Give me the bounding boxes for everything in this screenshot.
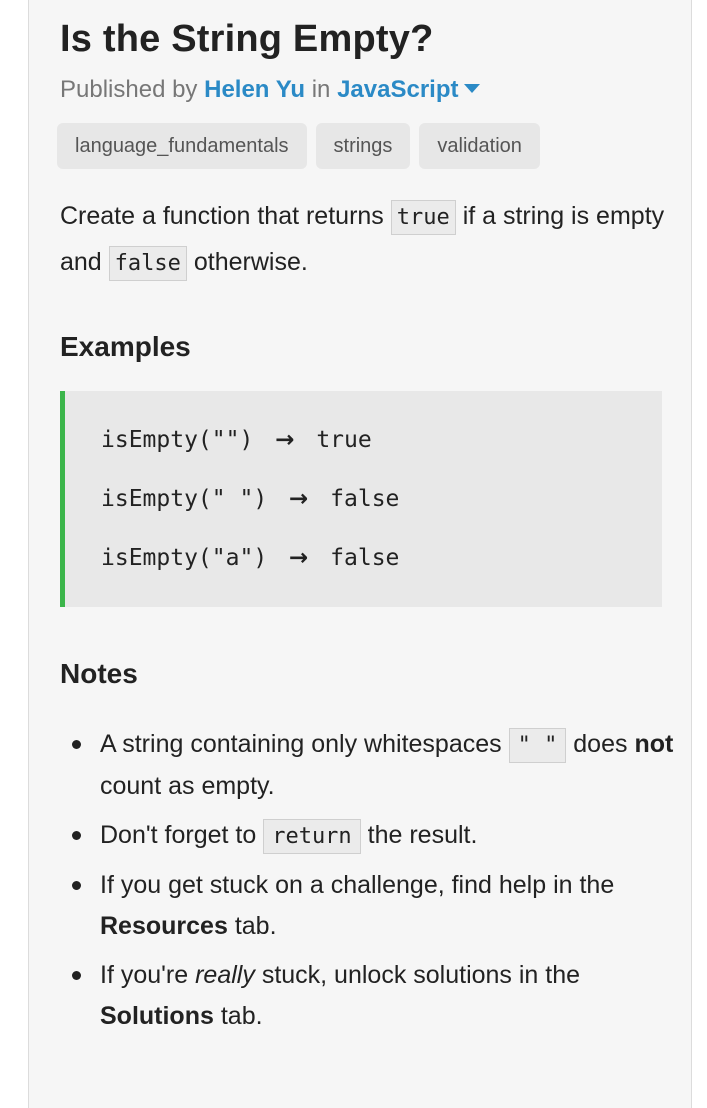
note-text: If you're bbox=[100, 961, 189, 989]
example-call: isEmpty("") bbox=[101, 427, 254, 453]
tag-strings[interactable]: strings bbox=[315, 123, 411, 169]
example-result: true bbox=[316, 427, 372, 453]
inline-code: true bbox=[390, 200, 456, 235]
challenge-title: Is the String Empty? bbox=[60, 18, 434, 60]
bullet-icon bbox=[72, 881, 81, 890]
challenge-description: Create a function that returns true if a… bbox=[60, 194, 680, 286]
inline-code: return bbox=[263, 819, 361, 854]
published-by-label: Published by bbox=[60, 76, 198, 103]
note-text: If you get stuck on a challenge, find he… bbox=[100, 871, 615, 899]
note-text: stuck, unlock solutions in the bbox=[261, 961, 581, 989]
note-text: the result. bbox=[367, 821, 478, 849]
example-line: isEmpty("") → true bbox=[101, 417, 662, 476]
example-result: false bbox=[330, 545, 400, 571]
challenge-card: Is the String Empty? Published by Helen … bbox=[28, 0, 692, 1108]
note-emphasis: really bbox=[195, 961, 255, 989]
example-call: isEmpty(" ") bbox=[101, 486, 268, 512]
note-emphasis: not bbox=[634, 730, 674, 758]
list-item: If you get stuck on a challenge, find he… bbox=[72, 865, 690, 947]
notes-list: A string containing only whitespaces " "… bbox=[66, 724, 690, 1045]
solutions-tab-reference: Solutions bbox=[100, 1002, 214, 1030]
note-text: A string containing only whitespaces bbox=[100, 730, 502, 758]
inline-code: " " bbox=[508, 728, 567, 763]
example-line: isEmpty(" ") → false bbox=[101, 476, 662, 535]
examples-code-block: isEmpty("") → true isEmpty(" ") → false … bbox=[60, 391, 662, 607]
inline-code: false bbox=[108, 246, 187, 281]
examples-heading: Examples bbox=[60, 331, 191, 362]
description-text: Create a function that returns bbox=[60, 202, 384, 230]
tag-language-fundamentals[interactable]: language_fundamentals bbox=[57, 123, 307, 169]
tag-list: language_fundamentals strings validation bbox=[57, 123, 540, 169]
bullet-icon bbox=[72, 971, 81, 980]
caret-down-icon[interactable] bbox=[464, 84, 481, 94]
example-result: false bbox=[330, 486, 400, 512]
arrow-right-icon: → bbox=[289, 486, 309, 512]
note-text: tab. bbox=[220, 1002, 263, 1030]
in-label: in bbox=[311, 76, 331, 103]
arrow-right-icon: → bbox=[289, 545, 309, 571]
bullet-icon bbox=[72, 740, 81, 749]
description-text: if a string is empty and bbox=[60, 202, 665, 276]
description-text: otherwise. bbox=[193, 248, 308, 276]
arrow-right-icon: → bbox=[275, 427, 295, 453]
notes-heading: Notes bbox=[60, 658, 138, 689]
tag-validation[interactable]: validation bbox=[419, 123, 540, 169]
bullet-icon bbox=[72, 831, 81, 840]
list-item: A string containing only whitespaces " "… bbox=[72, 724, 690, 807]
note-text: does bbox=[573, 730, 628, 758]
note-text: tab. bbox=[234, 912, 277, 940]
note-text: Don't forget to bbox=[100, 821, 257, 849]
author-link[interactable]: Helen Yu bbox=[204, 76, 306, 103]
resources-tab-reference: Resources bbox=[100, 912, 228, 940]
example-call: isEmpty("a") bbox=[101, 545, 268, 571]
challenge-meta: Published by Helen Yu in JavaScript bbox=[60, 76, 481, 104]
list-item: Don't forget to return the result. bbox=[72, 815, 690, 857]
example-line: isEmpty("a") → false bbox=[101, 535, 662, 594]
list-item: If you're really stuck, unlock solutions… bbox=[72, 955, 690, 1037]
note-text: count as empty. bbox=[100, 772, 275, 800]
language-link[interactable]: JavaScript bbox=[337, 76, 459, 103]
